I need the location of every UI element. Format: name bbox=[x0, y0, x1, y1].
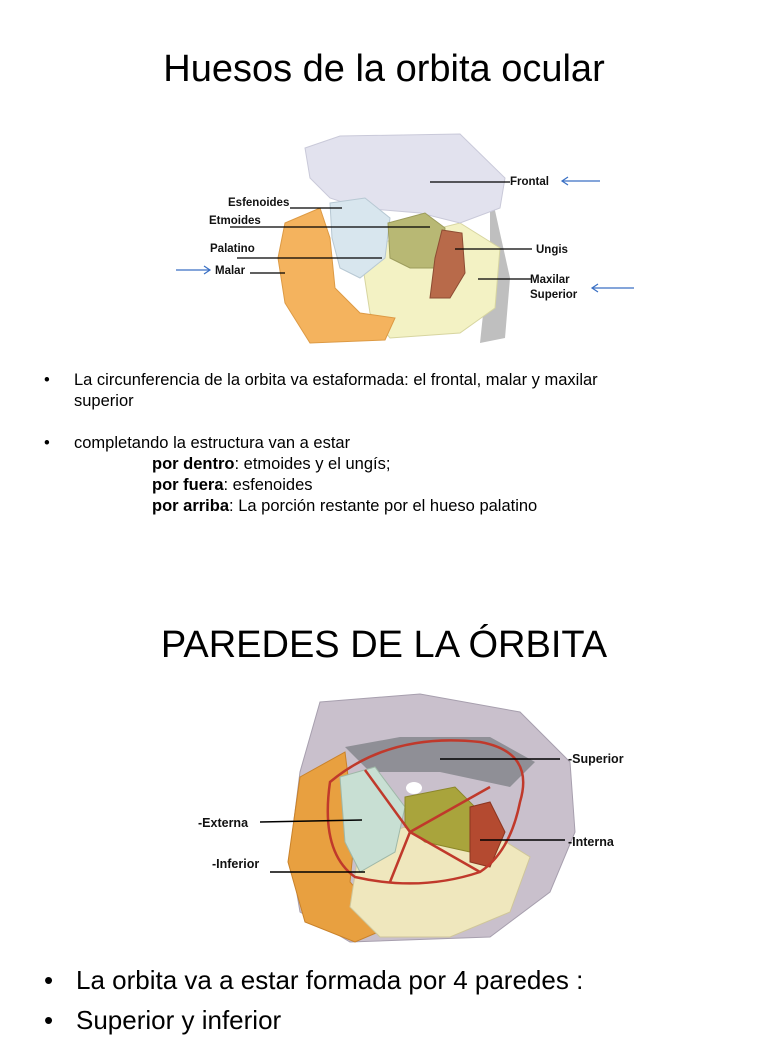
bullet-dot: • bbox=[44, 965, 54, 995]
bullet-dot: • bbox=[44, 1005, 54, 1035]
label-esfenoides: Esfenoides bbox=[228, 197, 289, 209]
list-item: • Superior y inferior bbox=[44, 1000, 764, 1040]
orbit-bones-diagram: Frontal Esfenoides Etmoides Palatino Mal… bbox=[160, 128, 650, 358]
bullet-dot: • bbox=[44, 371, 50, 389]
bullet-text: completando la estructura van a estar bbox=[74, 434, 351, 452]
label-superior-wall: -Superior bbox=[568, 752, 624, 766]
label-malar: Malar bbox=[215, 265, 246, 277]
bullet-text: La orbita va a estar formada por 4 pared… bbox=[76, 965, 584, 995]
label-maxilar: Maxilar bbox=[530, 274, 570, 286]
slide1-bullet-list: • La circunferencia de la orbita va esta… bbox=[44, 370, 744, 517]
label-palatino: Palatino bbox=[210, 243, 255, 255]
label-etmoides: Etmoides bbox=[209, 215, 261, 227]
bullet-text: La circunferencia de la orbita va estafo… bbox=[74, 371, 598, 389]
orbit-bones-illustration: Frontal Esfenoides Etmoides Palatino Mal… bbox=[176, 133, 634, 344]
sub-item: por fuera: esfenoides bbox=[152, 476, 313, 494]
label-externa-wall: -Externa bbox=[198, 816, 249, 830]
bullet-text-continued: superior bbox=[74, 392, 134, 410]
list-item: • La orbita va a estar formada por 4 par… bbox=[44, 960, 764, 1000]
label-inferior-wall: -Inferior bbox=[212, 857, 259, 871]
sub-item: por arriba: La porción restante por el h… bbox=[152, 497, 538, 515]
label-interna-wall: -Interna bbox=[568, 835, 615, 849]
list-item: • La circunferencia de la orbita va esta… bbox=[44, 370, 744, 412]
bullet-dot: • bbox=[44, 434, 50, 452]
bullet-text: Superior y inferior bbox=[76, 1005, 282, 1035]
slide2-bullet-list: • La orbita va a estar formada por 4 par… bbox=[44, 960, 764, 1040]
label-frontal: Frontal bbox=[510, 176, 549, 188]
slide2-title: PAREDES DE LA ÓRBITA bbox=[160, 624, 608, 666]
sub-item: por dentro: etmoides y el ungís; bbox=[152, 455, 391, 473]
orbit-walls-diagram: -Superior -Externa -Interna -Inferior bbox=[190, 692, 650, 944]
label-superior: Superior bbox=[530, 289, 578, 301]
list-item: • completando la estructura van a estar … bbox=[44, 433, 744, 517]
orbit-walls-illustration: -Superior -Externa -Interna -Inferior bbox=[198, 693, 624, 943]
label-ungis: Ungis bbox=[536, 244, 568, 256]
slide1-title: Huesos de la orbita ocular bbox=[163, 48, 605, 90]
